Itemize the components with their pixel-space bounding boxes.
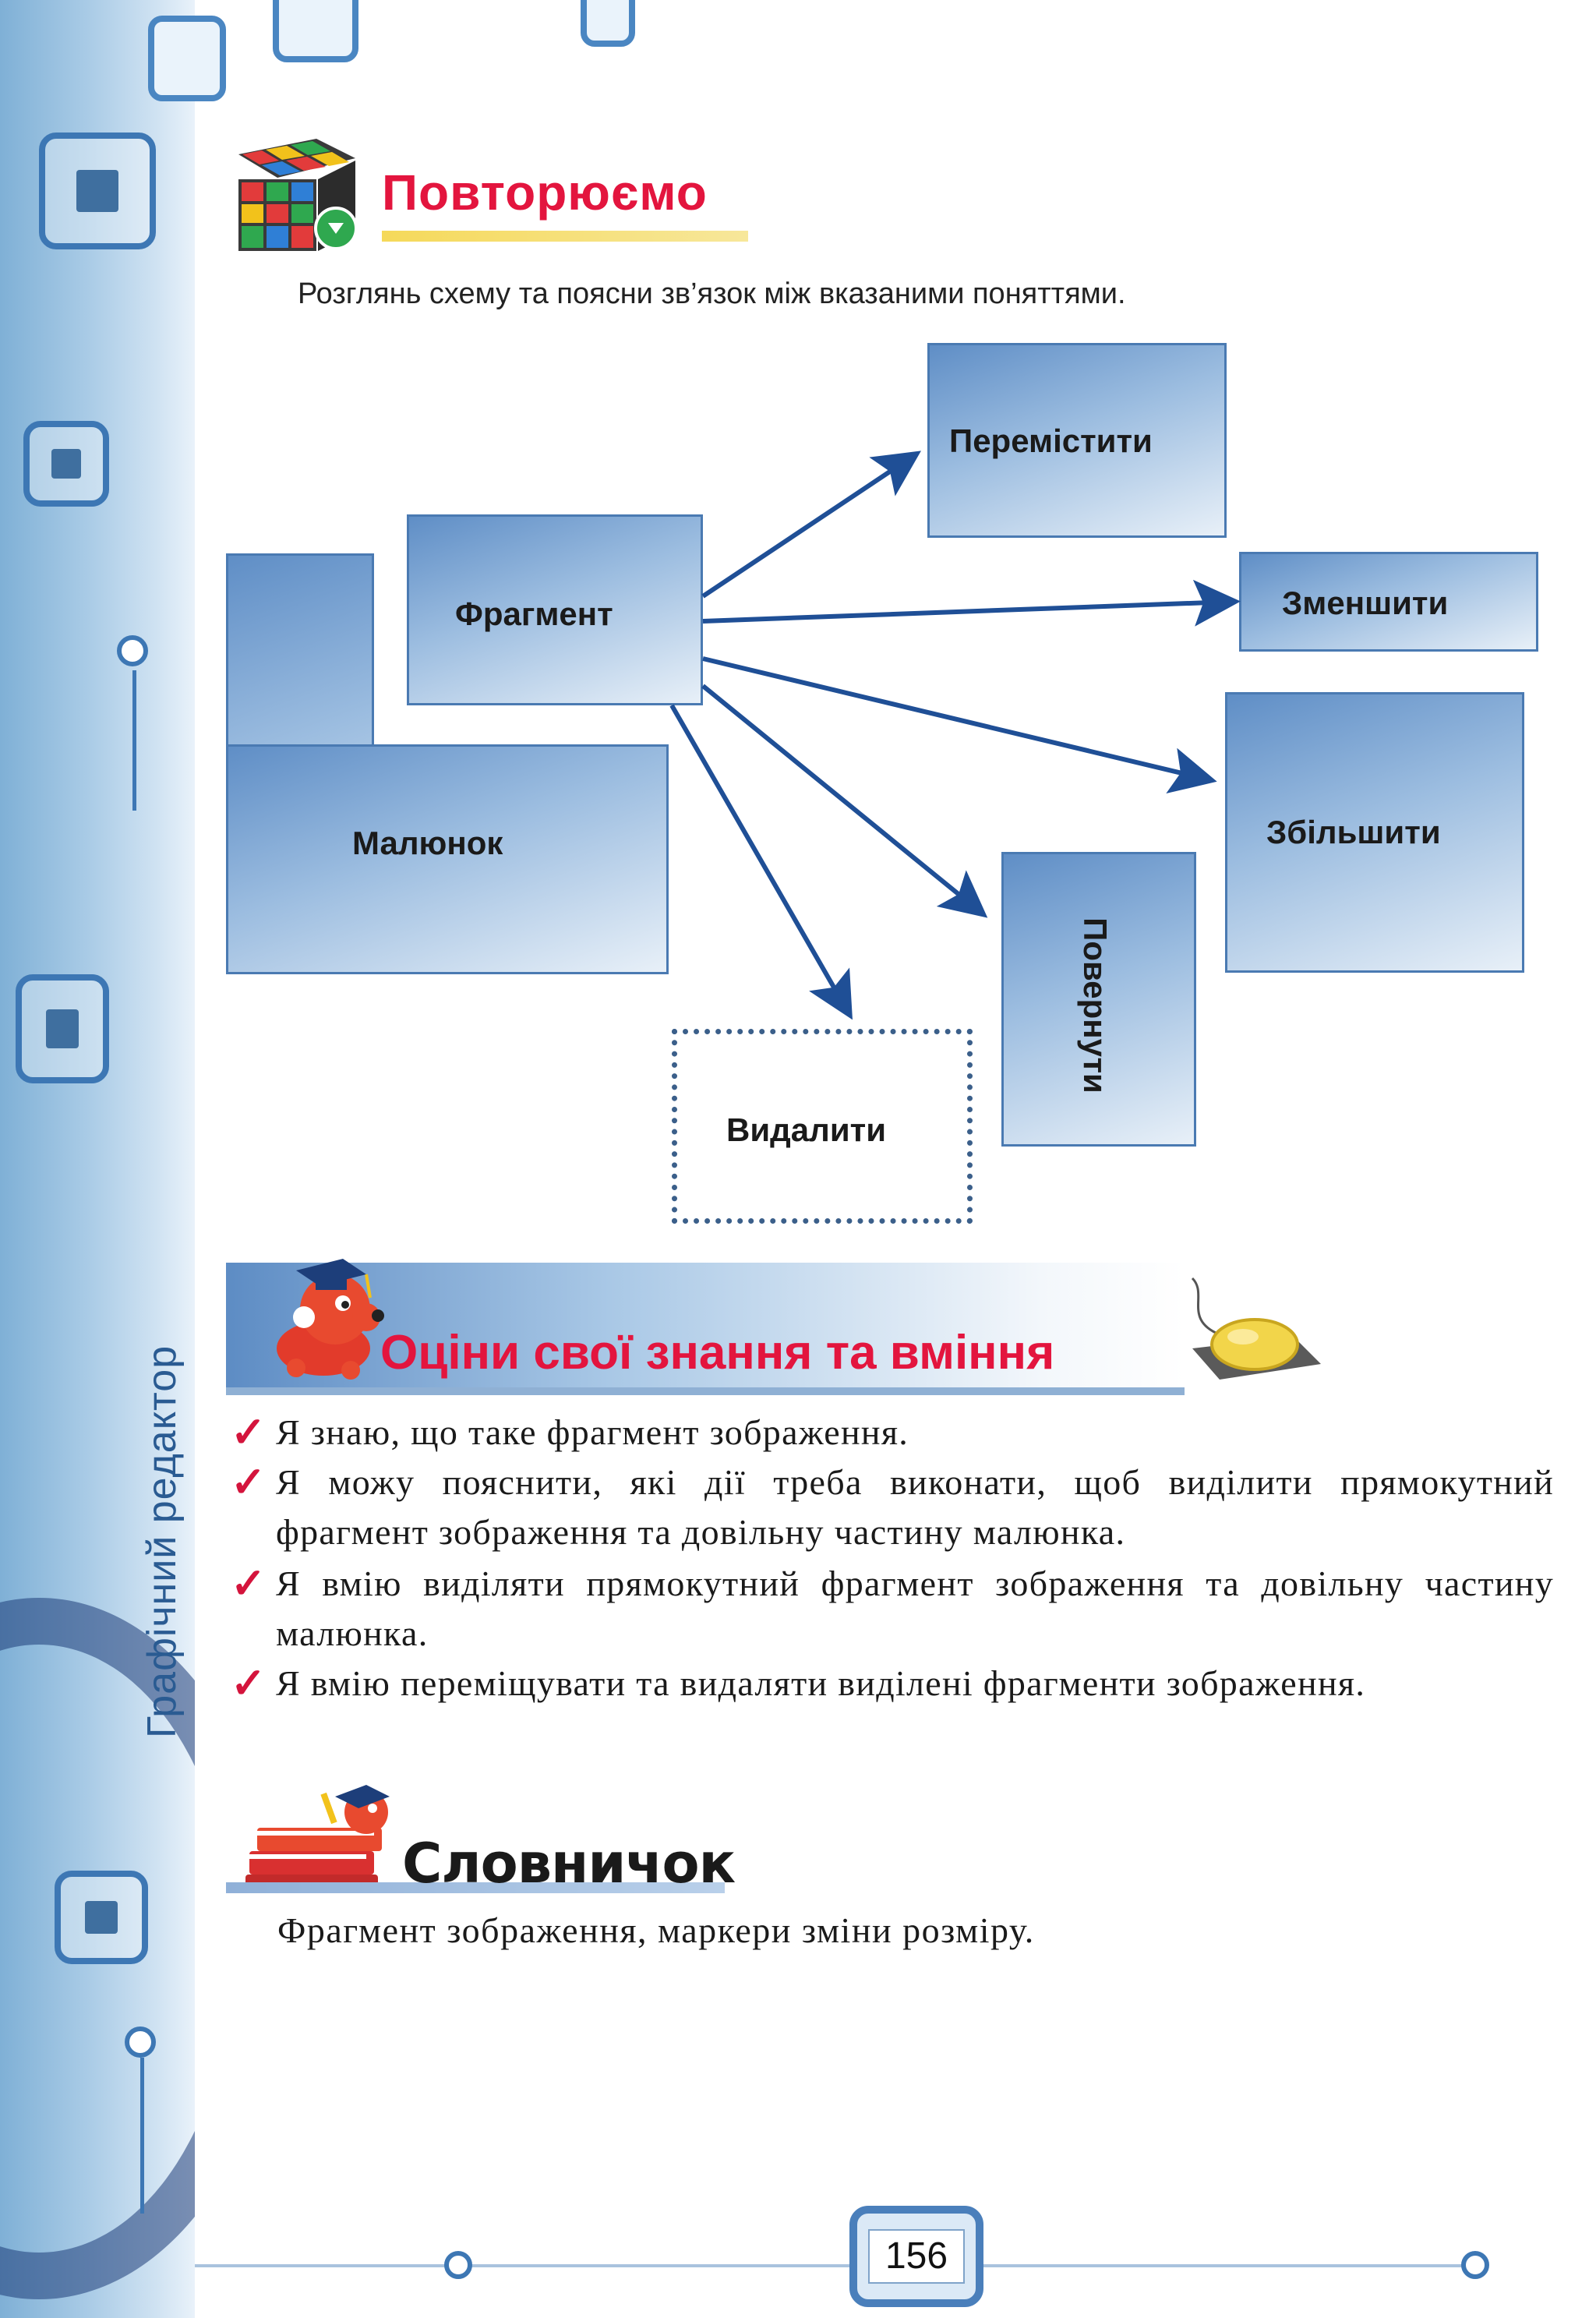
label-zmenshyty: Зменшити [1282,585,1449,621]
glossary-terms: Фрагмент зображення, маркери зміни розмі… [277,1910,1035,1950]
section-title-glossary: Словничок [402,1832,736,1896]
footer-decorative-line [195,2264,1481,2267]
concept-diagram: Малюнок Фрагмент Перемістити Зменшити Зб… [226,343,1538,1224]
decorative-square [55,1871,148,1964]
arrow-to-vydalyty [669,704,853,1020]
check-item-text: Я можу пояснити, які дії треба виконати,… [276,1462,1554,1552]
check-item: ✓ Я вмію виділяти прямокутний фрагмент з… [231,1559,1555,1659]
decorative-square [39,133,156,249]
box-fragment [407,514,703,705]
check-item: ✓ Я можу пояснити, які дії треба виконат… [231,1458,1555,1557]
decorative-circle [117,635,148,666]
arrow-to-zbilshyty [702,656,1217,794]
books-stack-icon [245,1785,390,1892]
decorative-circle [1461,2251,1489,2279]
check-item-text: Я вмію переміщувати та видаляти виділені… [276,1663,1366,1703]
box-peremistyty [927,343,1227,538]
section-title-review: Повторюємо [382,164,708,221]
label-peremistyty: Перемістити [949,422,1153,459]
check-mark-icon: ✓ [231,1409,267,1456]
label-vydalyty: Видалити [726,1111,887,1148]
box-zmenshyty [1239,552,1538,652]
label-malyunok: Малюнок [352,825,503,861]
page-number: 156 [868,2229,965,2284]
left-decorative-strip: Графічний редактор [0,0,195,2318]
label-zbilshyty: Збільшити [1266,814,1441,850]
self-assessment-header-underline [226,1387,1185,1395]
diagram-arrows [669,451,1241,1020]
decorative-line [132,670,136,811]
computer-mouse-icon [1191,1277,1321,1380]
label-fragment: Фрагмент [455,595,613,632]
section-title-self-assessment: Оціни свої знання та вміння [380,1326,1055,1380]
page-number-frame: 156 [849,2206,983,2307]
check-item-text: Я знаю, що таке фрагмент зображення. [276,1412,909,1452]
arrow-to-peremistyty [701,451,921,599]
check-mark-icon: ✓ [231,1560,267,1607]
decorative-square [16,974,109,1083]
self-assessment-header-band [226,1263,1185,1395]
arrow-to-zmenshyty [702,579,1241,627]
section-title-underline [226,1882,725,1893]
box-vydalyty [672,1029,973,1224]
decorative-square [23,421,109,507]
review-instruction: Розглянь схему та поясни зв’язок між вка… [298,277,1126,310]
side-section-label: Графічний редактор [139,1345,185,1738]
box-zbilshyty [1225,692,1524,973]
box-povernuty [1001,852,1196,1147]
decorative-square [581,0,635,47]
check-item: ✓ Я вмію переміщувати та видаляти виділе… [231,1659,1555,1758]
check-item-text: Я вмію виділяти прямокутний фрагмент зоб… [276,1564,1554,1653]
arrow-to-povernuty [701,684,988,918]
check-item: ✓ Я знаю, що таке фрагмент зображення. [231,1408,1555,1458]
decorative-square [148,16,226,101]
check-mark-icon: ✓ [231,1660,267,1707]
dog-mascot-icon [277,1259,384,1380]
box-malyunok [226,744,669,974]
check-mark-icon: ✓ [231,1459,267,1506]
rubik-cube-icon [238,139,358,251]
decorative-circle [444,2251,472,2279]
section-title-underline [382,231,748,242]
decorative-line [140,2058,144,2214]
decorative-circle [125,2026,156,2058]
decorative-square [273,0,358,62]
